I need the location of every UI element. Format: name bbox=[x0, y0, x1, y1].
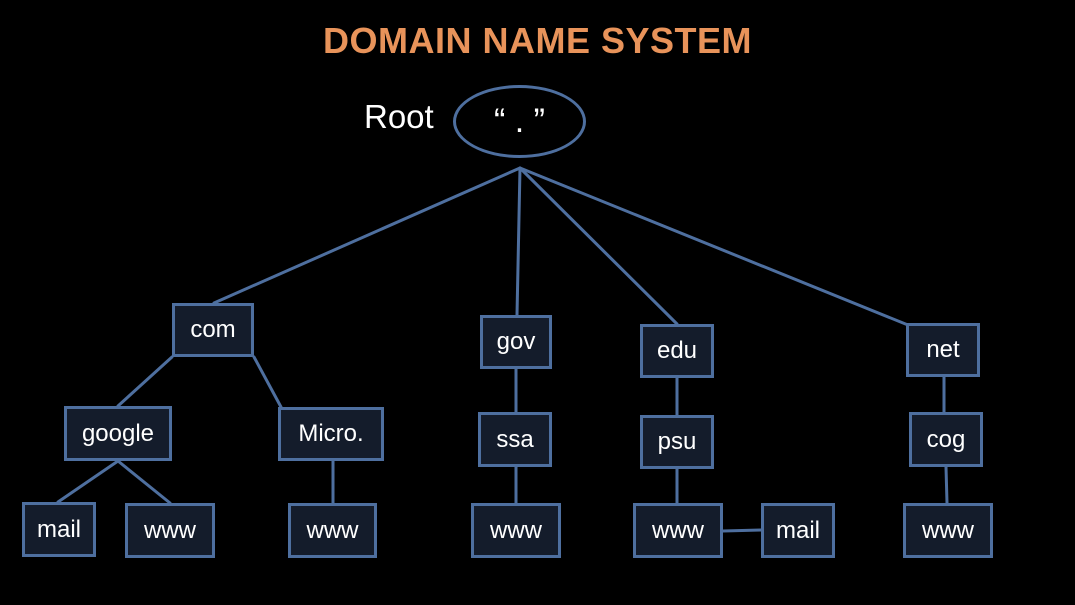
root-label: Root bbox=[364, 98, 434, 135]
node-ssa: ssa bbox=[478, 412, 552, 467]
node-com: com bbox=[172, 303, 254, 357]
link-com-micro bbox=[252, 355, 283, 409]
node-google: google bbox=[64, 406, 172, 461]
node-edu: edu bbox=[640, 324, 714, 378]
link-www-mail-psu bbox=[721, 528, 763, 533]
node-psu-mail: mail bbox=[761, 503, 835, 558]
link-cog-www bbox=[944, 465, 949, 505]
node-micro: Micro. bbox=[278, 407, 384, 461]
link-root-gov bbox=[515, 166, 522, 317]
link-root-com bbox=[212, 166, 522, 305]
link-com-google bbox=[116, 355, 174, 408]
link-root-net bbox=[518, 166, 910, 327]
link-google-mail bbox=[56, 459, 120, 504]
link-google-www bbox=[116, 459, 172, 505]
node-net: net bbox=[906, 323, 980, 377]
node-cog: cog bbox=[909, 412, 983, 467]
node-cog-www: www bbox=[903, 503, 993, 558]
diagram-title: DOMAIN NAME SYSTEM bbox=[322, 20, 752, 61]
link-root-edu bbox=[518, 166, 679, 326]
node-micro-www: www bbox=[288, 503, 377, 558]
node-psu: psu bbox=[640, 415, 714, 469]
node-google-mail: mail bbox=[22, 502, 96, 557]
root-node: “ . ” bbox=[453, 85, 586, 158]
node-ssa-www: www bbox=[471, 503, 561, 558]
node-google-www: www bbox=[125, 503, 215, 558]
node-gov: gov bbox=[480, 315, 552, 369]
node-psu-www: www bbox=[633, 503, 723, 558]
